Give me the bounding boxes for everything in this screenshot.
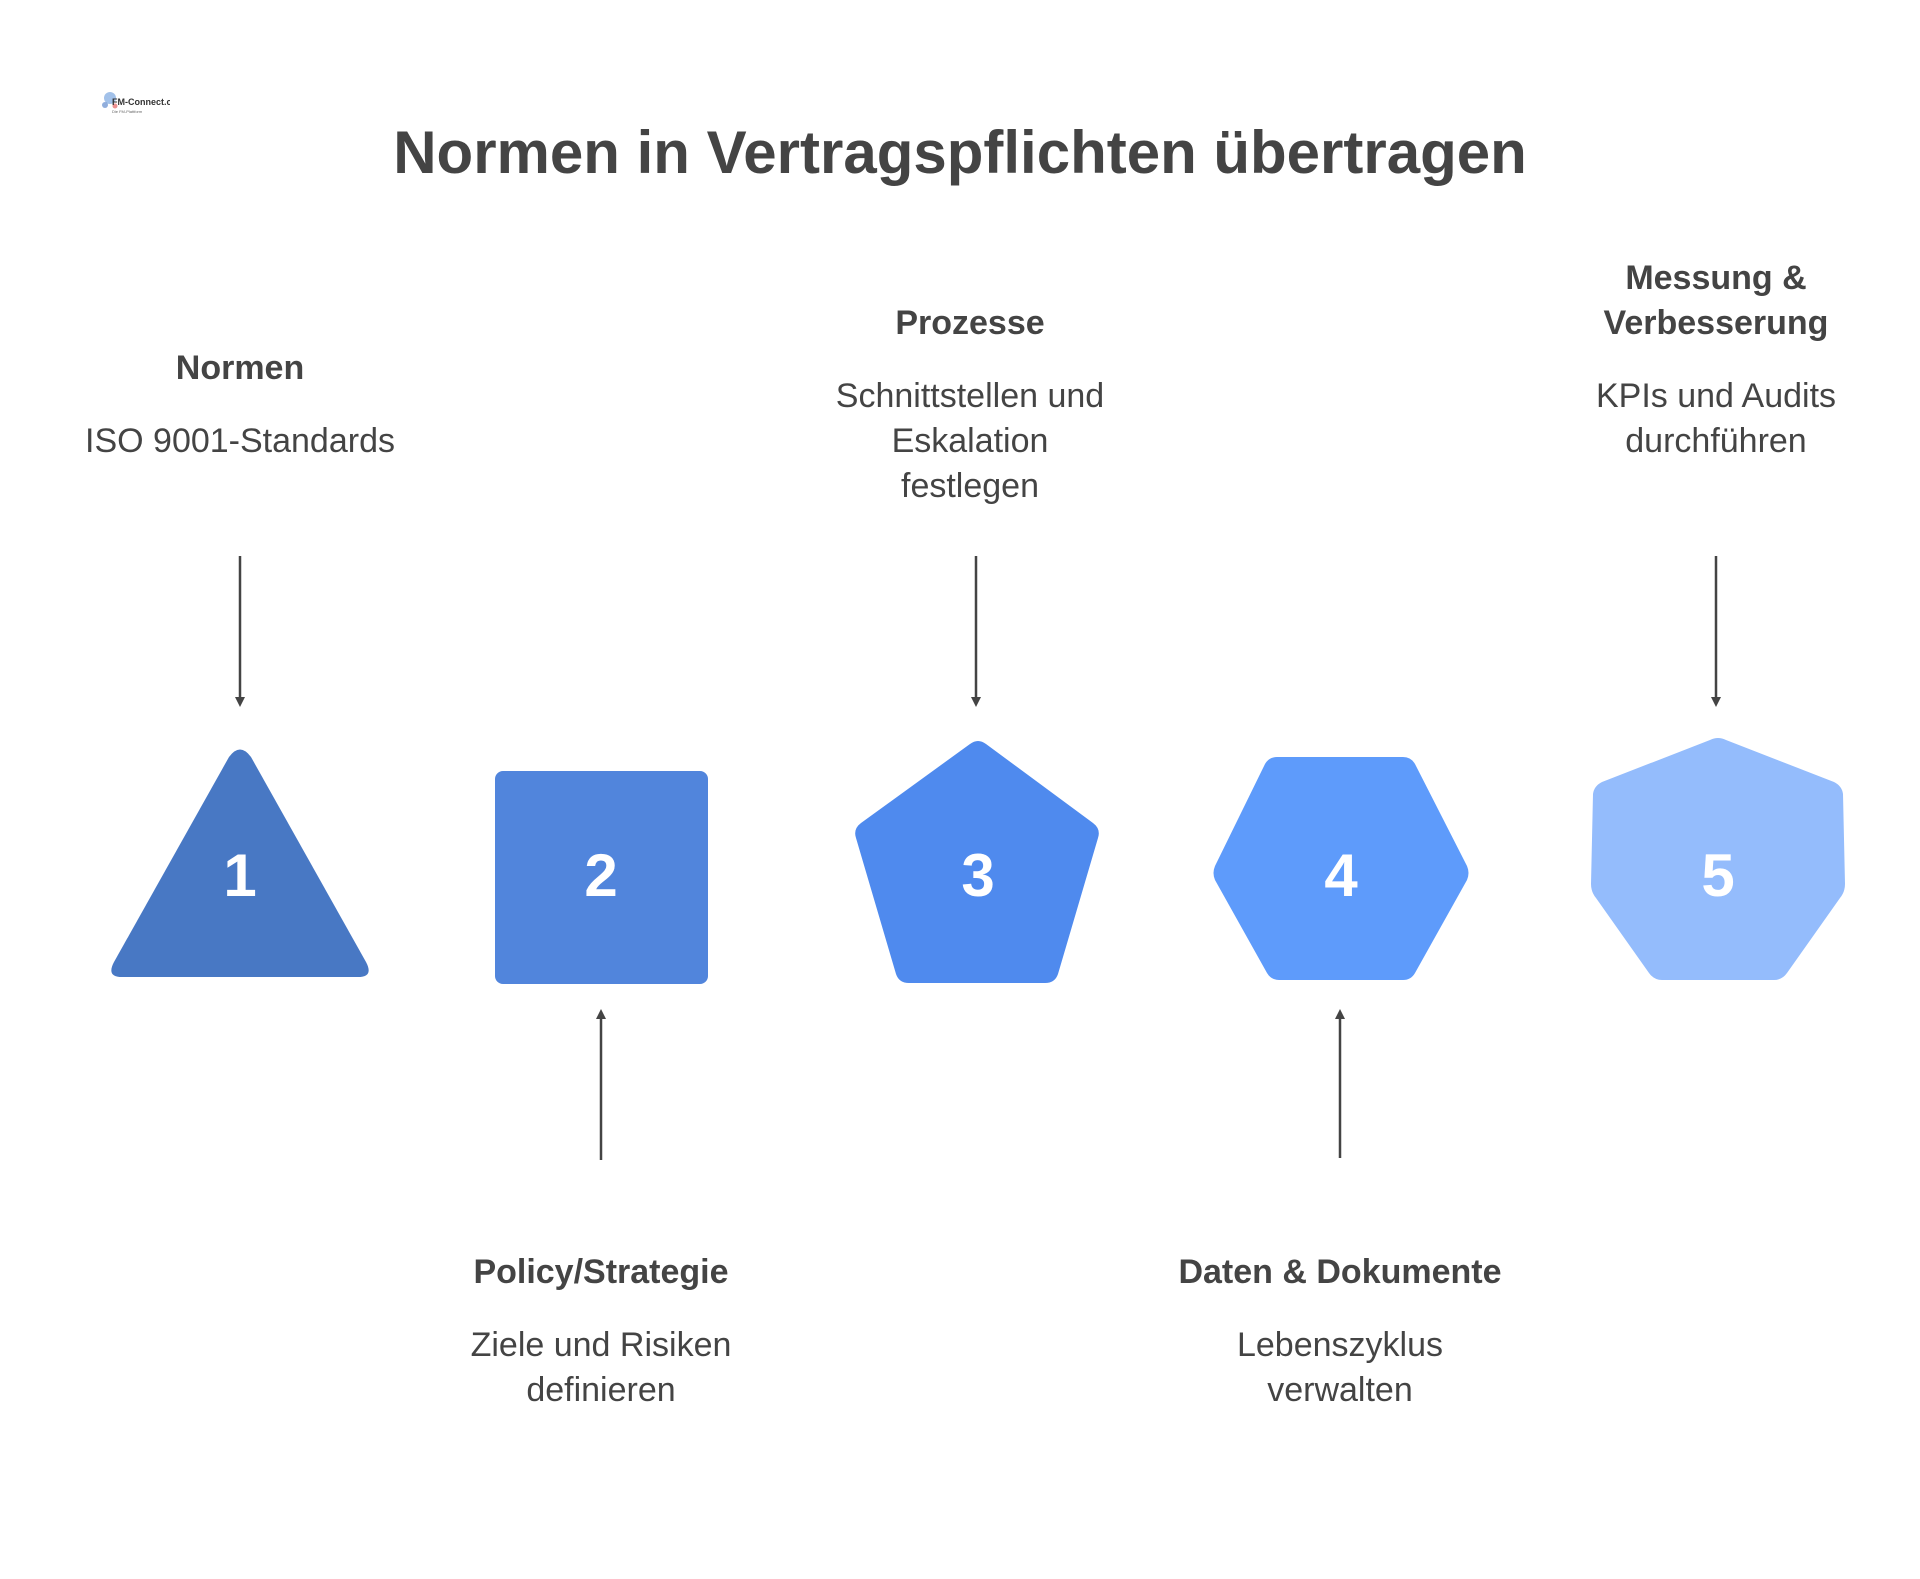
step-5-heading: Messung & Verbesserung (1603, 259, 1829, 342)
step-2-label: Policy/Strategie Ziele und Risiken defin… (401, 1250, 801, 1413)
step-4-hexagon-shape (1213, 757, 1469, 980)
step-4-heading: Daten & Dokumente (1178, 1253, 1502, 1291)
page-title: Normen in Vertragspflichten übertragen (393, 119, 1527, 186)
step-2-number: 2 (584, 842, 617, 909)
step-3-description: Schnittstellen und Eskalation festlegen (835, 377, 1105, 505)
step-5-heptagon-shape (1591, 738, 1845, 980)
step-1-number: 1 (223, 842, 256, 909)
step-1-description: ISO 9001-Standards (85, 422, 395, 460)
step-3-pentagon-shape (855, 741, 1099, 983)
step-4-description: Lebenszyklus verwalten (1236, 1326, 1443, 1409)
step-2-heading: Policy/Strategie (473, 1253, 729, 1291)
svg-text:Die FM-Plattform: Die FM-Plattform (112, 109, 143, 114)
fm-connect-logo: FM-Connect.com Die FM-Plattform (102, 92, 170, 114)
step-3-number: 3 (961, 842, 994, 909)
step-4-label: Daten & Dokumente Lebenszyklus verwalten (1140, 1250, 1540, 1413)
step-3-heading: Prozesse (895, 304, 1045, 342)
step-1-label: Normen ISO 9001-Standards (40, 346, 440, 464)
step-5-number: 5 (1701, 842, 1734, 909)
svg-text:FM-Connect.com: FM-Connect.com (112, 97, 170, 107)
step-2-description: Ziele und Risiken definieren (470, 1326, 732, 1409)
step-3-label: Prozesse Schnittstellen und Eskalation f… (770, 301, 1170, 509)
step-1-triangle-shape (111, 749, 369, 977)
step-2-square-shape (495, 771, 708, 984)
step-5-description: KPIs und Audits durchführen (1595, 377, 1837, 460)
step-4-number: 4 (1324, 842, 1358, 909)
step-5-label: Messung & Verbesserung KPIs und Audits d… (1516, 256, 1916, 464)
step-1-heading: Normen (175, 349, 305, 387)
